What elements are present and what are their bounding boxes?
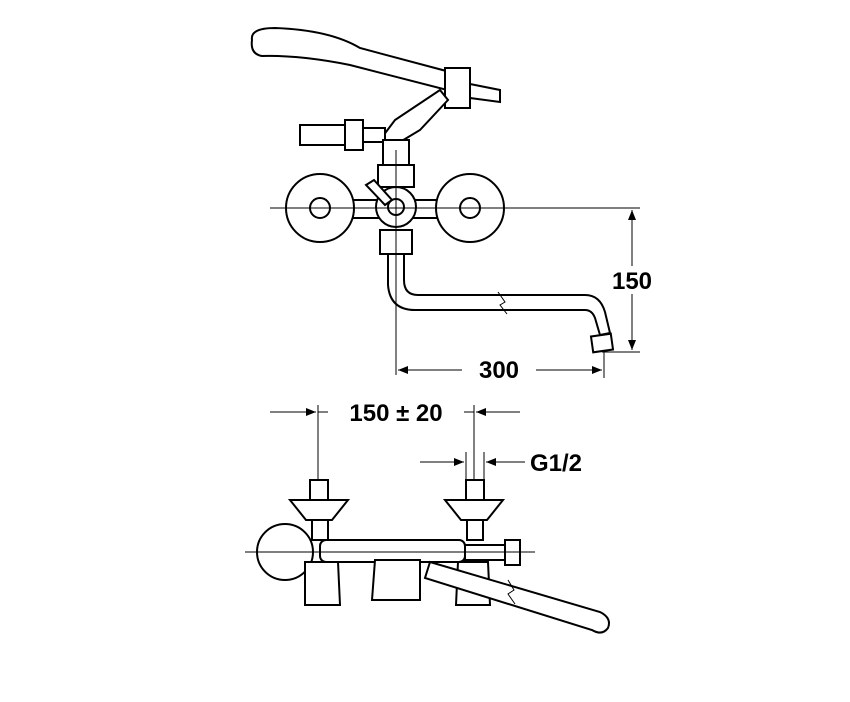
- left-inlet-thread: [309, 479, 329, 501]
- spout: [387, 253, 612, 337]
- spout-length-dimension-label: 300: [479, 357, 519, 384]
- mixer-body-top: [319, 539, 466, 563]
- connector-nut: [344, 119, 364, 151]
- shower-handset: [250, 26, 457, 94]
- center-distance-label: 150 ± 20: [349, 400, 442, 427]
- handset-holder: [444, 67, 471, 109]
- front-view: 150 300: [250, 26, 664, 384]
- right-inlet-thread: [465, 479, 485, 501]
- top-view: 150 ± 20 G1/2: [245, 398, 610, 634]
- thread-label: G1/2: [530, 450, 582, 477]
- right-escutcheon: [442, 499, 506, 521]
- connector-pipe: [362, 127, 386, 143]
- spout-aerator: [589, 332, 615, 354]
- hose-connector-top: [469, 82, 501, 104]
- break-mark: [497, 291, 508, 315]
- break-mark: [507, 579, 516, 605]
- spout-swivel-top: [370, 559, 421, 601]
- diverter-lever: [364, 178, 394, 207]
- left-handle-top: [304, 561, 342, 606]
- hose-connector-side: [299, 124, 346, 146]
- holder-arm: [378, 88, 450, 147]
- right-inlet-nut: [466, 519, 484, 541]
- left-inlet-nut: [311, 519, 329, 541]
- height-dimension-label: 150: [612, 268, 652, 295]
- left-escutcheon: [287, 499, 351, 521]
- spout-top: [423, 560, 610, 634]
